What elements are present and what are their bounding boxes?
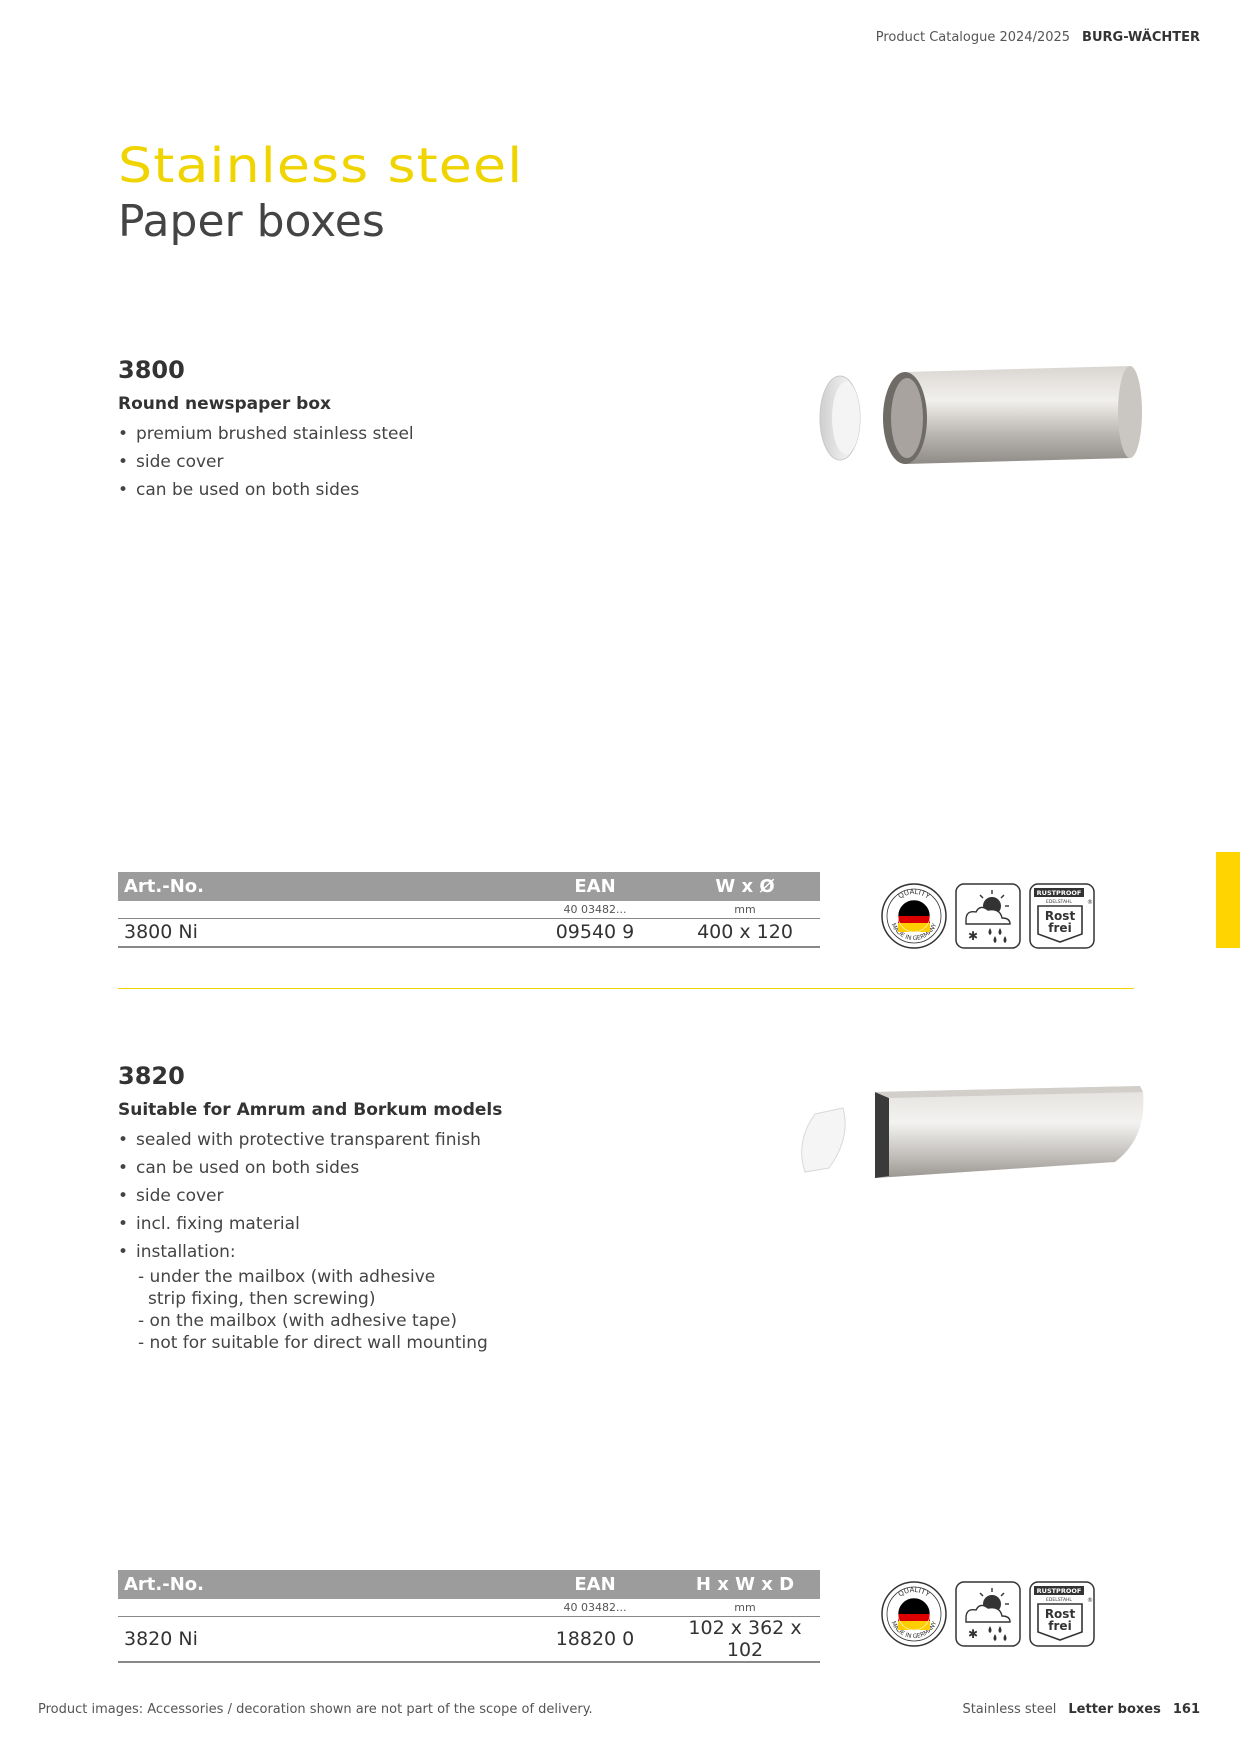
chapter-tab [1216,852,1240,948]
svg-text:✱: ✱ [968,1627,978,1641]
registered-mark: ® [1087,1597,1093,1604]
feature-list: sealed with protective transparent finis… [118,1126,502,1354]
page-number: 161 [1172,1702,1200,1717]
col-art-no: Art.-No. [118,1570,520,1599]
feature-item: installation: - under the mailbox (with … [118,1238,502,1354]
rustproof-text: RUSTPROOF [1037,1587,1082,1595]
unit-dimensions: mm [670,1599,820,1617]
quality-text: QUALITY [897,1586,932,1599]
rustproof-badge: RUSTPROOF EDELSTAHL Rost frei ® [1029,1581,1095,1647]
footer-section: Stainless steel [962,1702,1057,1717]
svg-text:QUALITY: QUALITY [897,1586,932,1599]
frei-text: frei [1048,1619,1071,1633]
installation-item: - on the mailbox (with adhesive tape) [138,1311,457,1331]
col-ean: EAN [520,872,670,901]
title-line-2: Paper boxes [118,196,385,247]
title-line-1: Stainless steel [118,138,524,194]
product-3800: 3800 Round newspaper box premium brushed… [118,356,414,504]
made-in-germany-badge: QUALITY MADE IN GERMANY [881,883,947,949]
spec-table-3820: Art.-No. EAN H x W x D 40 03482... mm 38… [118,1570,820,1663]
catalogue-label: Product Catalogue 2024/2025 [875,30,1071,45]
installation-label: installation: [136,1242,236,1262]
feature-item: side cover [118,1182,502,1210]
unit-ean: 40 03482... [520,1599,670,1617]
model-number: 3820 [118,1062,185,1090]
registered-mark: ® [1087,899,1093,906]
product-subtitle: Round newspaper box [118,394,331,414]
feature-item: premium brushed stainless steel [118,420,414,448]
unit-dimensions: mm [670,901,820,919]
footer-note: Product images: Accessories / decoration… [38,1702,593,1717]
cell-ean: 18820 0 [520,1616,670,1663]
installation-item: - not for suitable for direct wall mount… [138,1333,488,1353]
edelstahl-text: EDELSTAHL [1046,1597,1072,1603]
brand-name: BURG-WÄCHTER [1082,30,1200,45]
badge-row-3800: QUALITY MADE IN GERMANY ✱ RUSTPROOF EDEL… [880,882,1096,950]
svg-text:QUALITY: QUALITY [897,888,932,901]
model-number: 3800 [118,356,185,384]
installation-list: - under the mailbox (with adhesive strip… [136,1266,502,1354]
badge-row-3820: QUALITY MADE IN GERMANY ✱ RUSTPROOF EDEL… [880,1580,1096,1648]
svg-text:✱: ✱ [968,929,978,943]
paper-box-3820-image [801,1086,1144,1178]
cell-ean: 09540 9 [520,918,670,948]
feature-item: side cover [118,448,414,476]
cell-dimensions: 102 x 362 x 102 [670,1616,820,1663]
product-3820: 3820 Suitable for Amrum and Borkum model… [118,1062,502,1354]
weatherproof-icon: ✱ [955,1581,1021,1647]
round-paper-box-image [819,366,1142,464]
unit-ean: 40 03482... [520,901,670,919]
footer-chapter: Letter boxes [1068,1702,1161,1717]
feature-item: sealed with protective transparent finis… [118,1126,502,1154]
weatherproof-icon: ✱ [955,883,1021,949]
col-dimensions: H x W x D [670,1570,820,1599]
installation-item: - under the mailbox (with adhesive strip… [138,1267,436,1309]
rustproof-badge: RUSTPROOF EDELSTAHL Rost frei ® [1029,883,1095,949]
page-footer: Stainless steel Letter boxes 161 [962,1702,1200,1717]
rost-text: Rost [1045,909,1076,923]
cell-art-no: 3800 Ni [118,918,520,948]
feature-item: can be used on both sides [118,476,414,504]
page-header: Product Catalogue 2024/2025 BURG-WÄCHTER [876,30,1200,45]
frei-text: frei [1048,921,1071,935]
col-ean: EAN [520,1570,670,1599]
rustproof-text: RUSTPROOF [1037,889,1082,897]
rost-text: Rost [1045,1607,1076,1621]
section-divider [118,988,1134,989]
spec-table-3800: Art.-No. EAN W x Ø 40 03482... mm 3800 N… [118,872,820,948]
table-row: 3820 Ni 18820 0 102 x 362 x 102 [118,1616,820,1663]
feature-item: incl. fixing material [118,1210,502,1238]
col-dimensions: W x Ø [670,872,820,901]
table-row: 3800 Ni 09540 9 400 x 120 [118,918,820,948]
cell-art-no: 3820 Ni [118,1616,520,1663]
cell-dimensions: 400 x 120 [670,918,820,948]
edelstahl-text: EDELSTAHL [1046,899,1072,905]
quality-text: QUALITY [897,888,932,901]
feature-item: can be used on both sides [118,1154,502,1182]
col-art-no: Art.-No. [118,872,520,901]
product-subtitle: Suitable for Amrum and Borkum models [118,1100,503,1120]
unit-art-no [118,901,520,919]
made-in-germany-badge: QUALITY MADE IN GERMANY [881,1581,947,1647]
feature-list: premium brushed stainless steel side cov… [118,420,414,504]
unit-art-no [118,1599,520,1617]
